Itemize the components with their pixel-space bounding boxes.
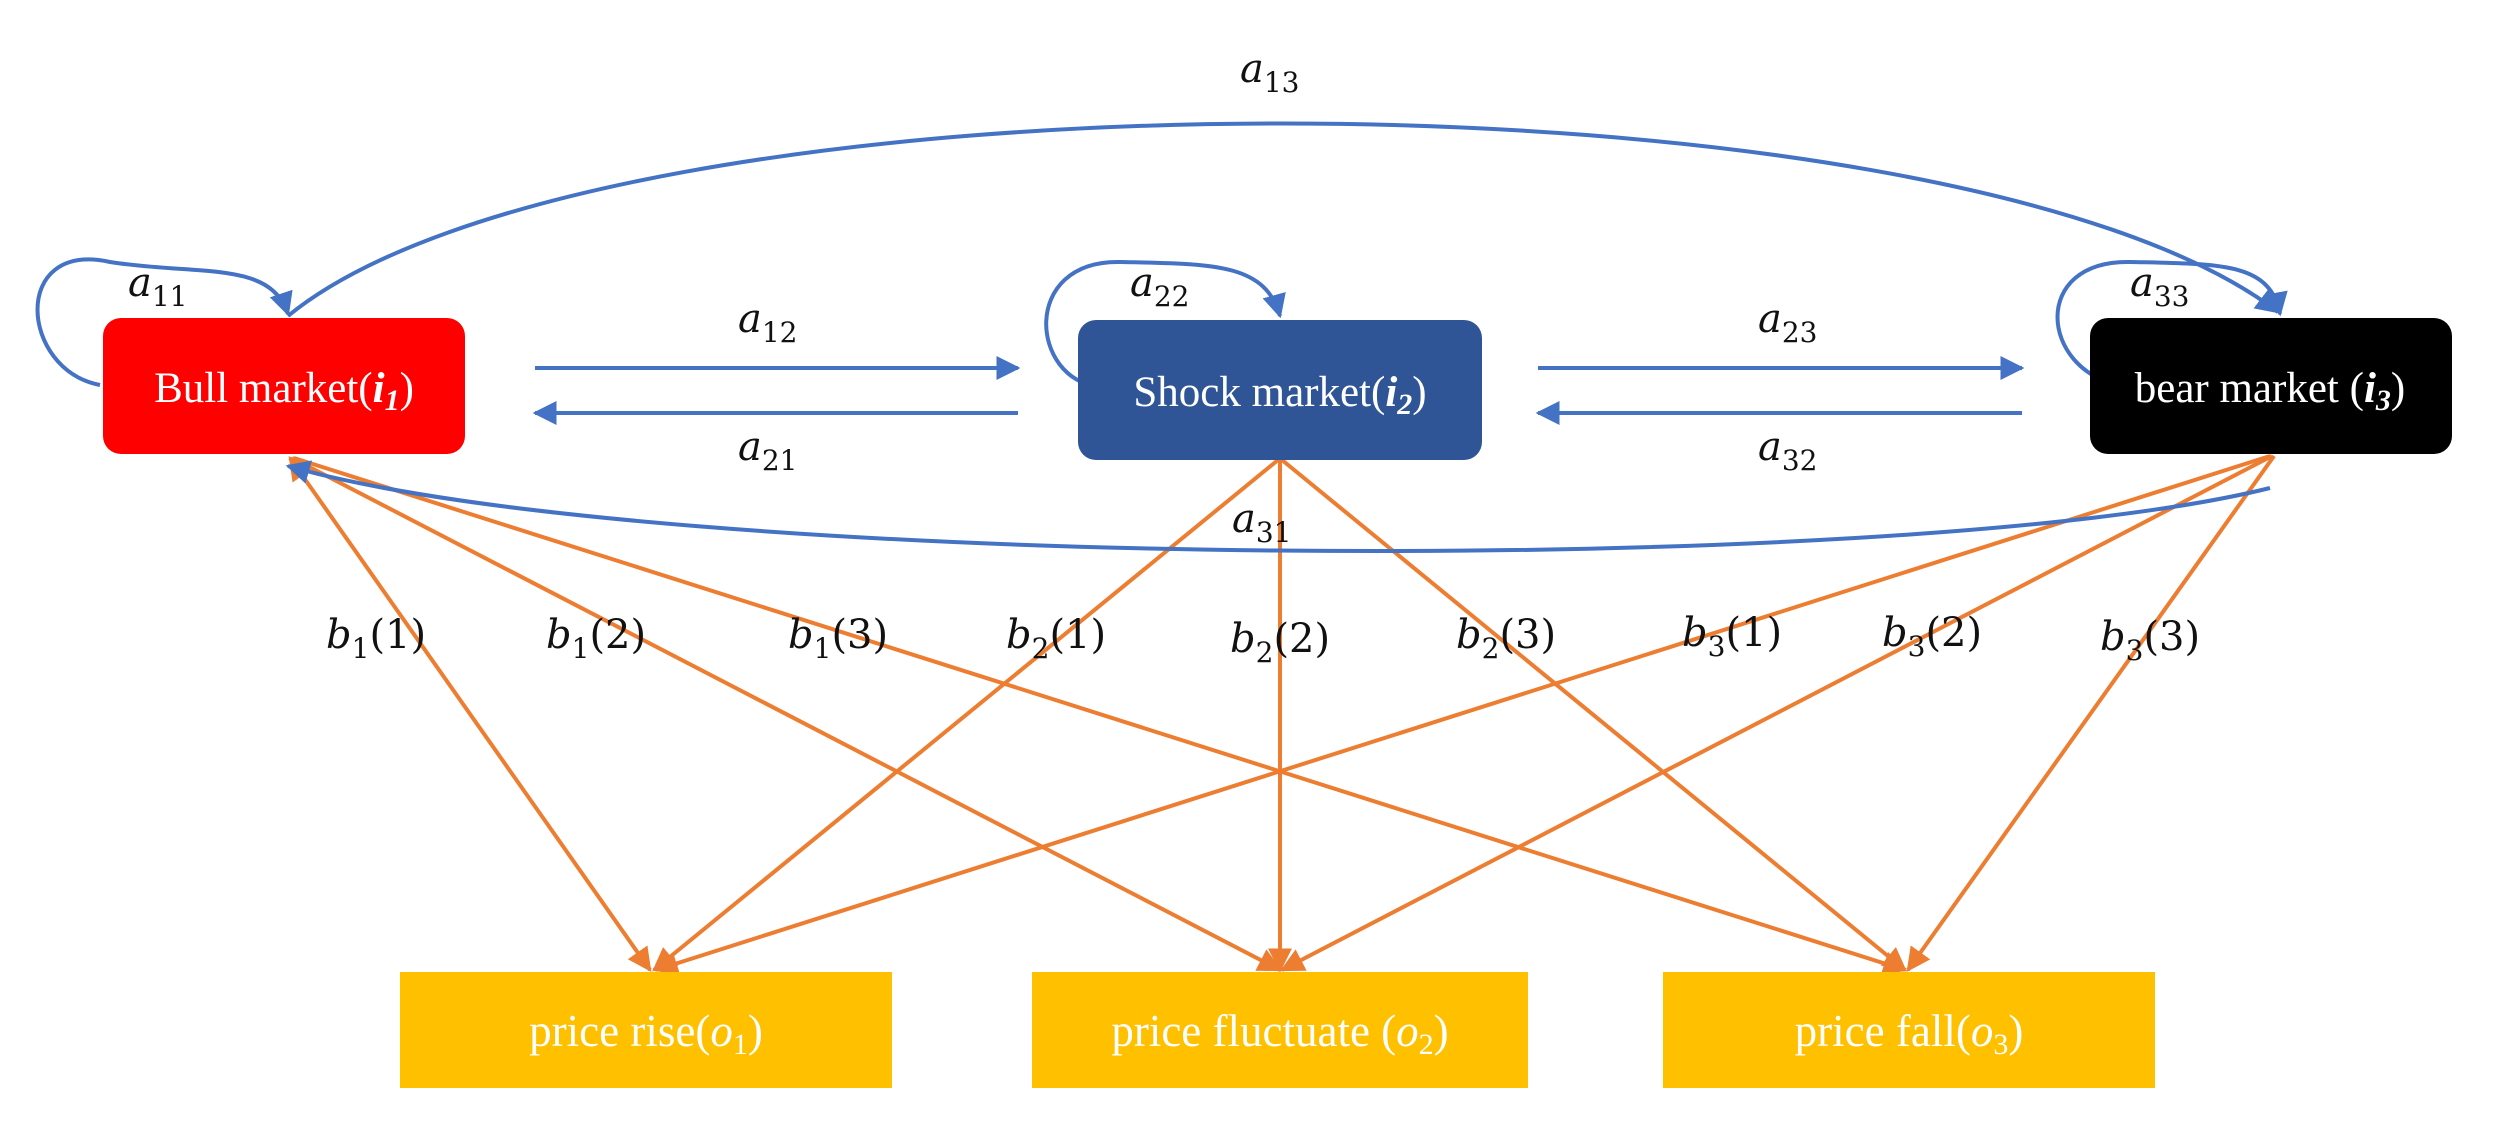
observation-fluctuate: price fluctuate (o2) — [1032, 972, 1528, 1088]
state-label-bear: bear market (i3) — [2135, 365, 2405, 417]
label-b2-2: b2(2) — [1230, 616, 1330, 669]
transition-arrow-a22 — [1044, 259, 1286, 389]
transition-arrow-a33 — [2055, 259, 2288, 387]
label-b2-1: b2(1) — [1006, 612, 1106, 665]
emission-arrow-b1-3 — [293, 456, 1908, 975]
emission-arrow-b3-2 — [1279, 454, 2273, 972]
transition-arrow-a13 — [286, 121, 2280, 318]
state-box-shock — [1078, 320, 1482, 460]
label-a13: a13 — [1240, 46, 1300, 99]
label-a33: a33 — [2130, 260, 2190, 313]
label-b1-1: b1(1) — [326, 612, 426, 665]
emission-arrows — [288, 454, 2276, 975]
state-label-bull: Bull market(i1) — [154, 365, 414, 417]
label-a12: a12 — [738, 296, 798, 349]
state-label-shock: Shock market(i2) — [1133, 369, 1426, 421]
emission-arrow-b3-1 — [653, 454, 2271, 975]
emission-arrow-b1-2 — [291, 456, 1283, 972]
label-a11: a11 — [128, 260, 188, 313]
transition-labels: a13 a11 a22 a33 a12 a21 a23 a32 a31 — [128, 46, 2190, 549]
observation-label-fall: price fall(o3) — [1795, 1006, 2024, 1061]
state-shock: Shock market(i2) — [1078, 320, 1482, 460]
label-a23: a23 — [1758, 296, 1818, 349]
label-a31: a31 — [1232, 496, 1292, 549]
state-bear: bear market (i3) — [2090, 318, 2452, 454]
transition-arrow-a31 — [285, 460, 2271, 553]
label-b3-2: b3(2) — [1882, 610, 1982, 663]
label-a22: a22 — [1130, 260, 1190, 313]
emission-labels: b1(1) b1(2) b1(3) b2(1) b2(2) b2(3) b3(1… — [326, 610, 2200, 669]
label-b1-2: b1(2) — [546, 612, 646, 665]
observation-label-fluctuate: price fluctuate (o2) — [1111, 1006, 1448, 1061]
label-b2-3: b2(3) — [1456, 612, 1556, 665]
observation-box-fluctuate — [1032, 972, 1528, 1088]
emission-arrow-b3-3 — [1906, 454, 2276, 972]
state-box-bull — [103, 318, 465, 454]
label-b3-1: b3(1) — [1682, 610, 1782, 663]
observation-box-fall — [1663, 972, 2155, 1088]
observation-box-rise — [400, 972, 892, 1088]
transition-arrows — [35, 121, 2288, 553]
state-box-bear — [2090, 318, 2452, 454]
emission-arrow-b1-1 — [288, 456, 652, 972]
emission-arrow-b2-3 — [1280, 458, 1907, 972]
transition-arrow-a11 — [35, 257, 293, 387]
state-bull: Bull market(i1) — [103, 318, 465, 454]
label-b3-3: b3(3) — [2100, 614, 2200, 667]
observation-label-rise: price rise(o1) — [529, 1006, 763, 1061]
observation-rise: price rise(o1) — [400, 972, 892, 1088]
label-b1-3: b1(3) — [788, 612, 888, 665]
emission-arrow-b2-1 — [652, 458, 1280, 972]
label-a21: a21 — [738, 424, 798, 477]
label-a32: a32 — [1758, 424, 1818, 477]
observation-fall: price fall(o3) — [1663, 972, 2155, 1088]
